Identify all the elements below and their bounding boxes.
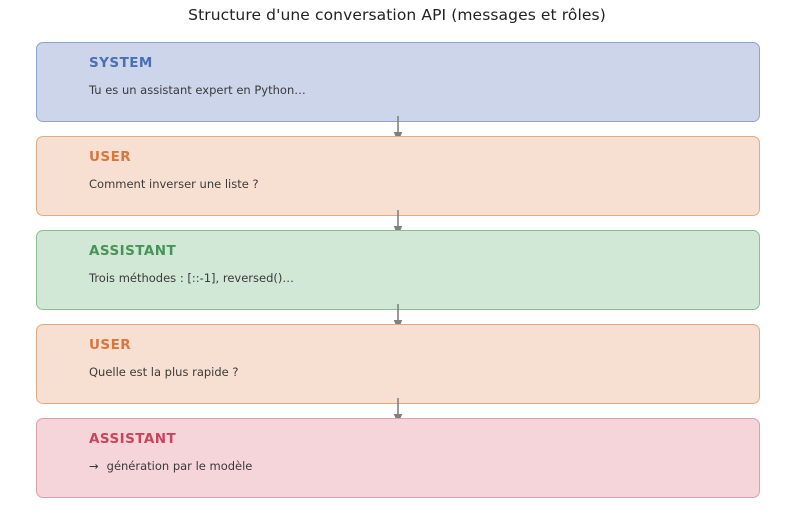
message-content-system: Tu es un assistant expert en Python… — [89, 83, 306, 97]
conversation-flow: SYSTEM Tu es un assistant expert en Pyth… — [36, 42, 760, 498]
connector-1 — [36, 116, 760, 142]
message-block-user-1[interactable]: USER Comment inverser une liste ? — [36, 136, 760, 216]
role-label-user-2: USER — [89, 337, 132, 353]
connector-4 — [36, 398, 760, 424]
message-content-user-2: Quelle est la plus rapide ? — [89, 365, 239, 379]
role-label-assistant-2: ASSISTANT — [89, 431, 177, 447]
message-block-assistant-1[interactable]: ASSISTANT Trois méthodes : [::-1], rever… — [36, 230, 760, 310]
message-block-system[interactable]: SYSTEM Tu es un assistant expert en Pyth… — [36, 42, 760, 122]
message-content-assistant-2-text: génération par le modèle — [106, 459, 253, 473]
arrow-right-icon: → — [89, 459, 99, 473]
role-label-assistant-1: ASSISTANT — [89, 243, 177, 259]
role-label-user-1: USER — [89, 149, 132, 165]
page-title: Structure d'une conversation API (messag… — [188, 6, 606, 24]
role-label-system: SYSTEM — [89, 55, 153, 71]
message-content-assistant-2: → génération par le modèle — [89, 459, 759, 473]
message-content-assistant-1: Trois méthodes : [::-1], reversed()… — [89, 271, 294, 285]
connector-3 — [36, 304, 760, 330]
connector-2 — [36, 210, 760, 236]
message-block-assistant-2[interactable]: ASSISTANT → génération par le modèle — [36, 418, 760, 498]
message-block-user-2[interactable]: USER Quelle est la plus rapide ? — [36, 324, 760, 404]
message-content-user-1: Comment inverser une liste ? — [89, 177, 259, 191]
